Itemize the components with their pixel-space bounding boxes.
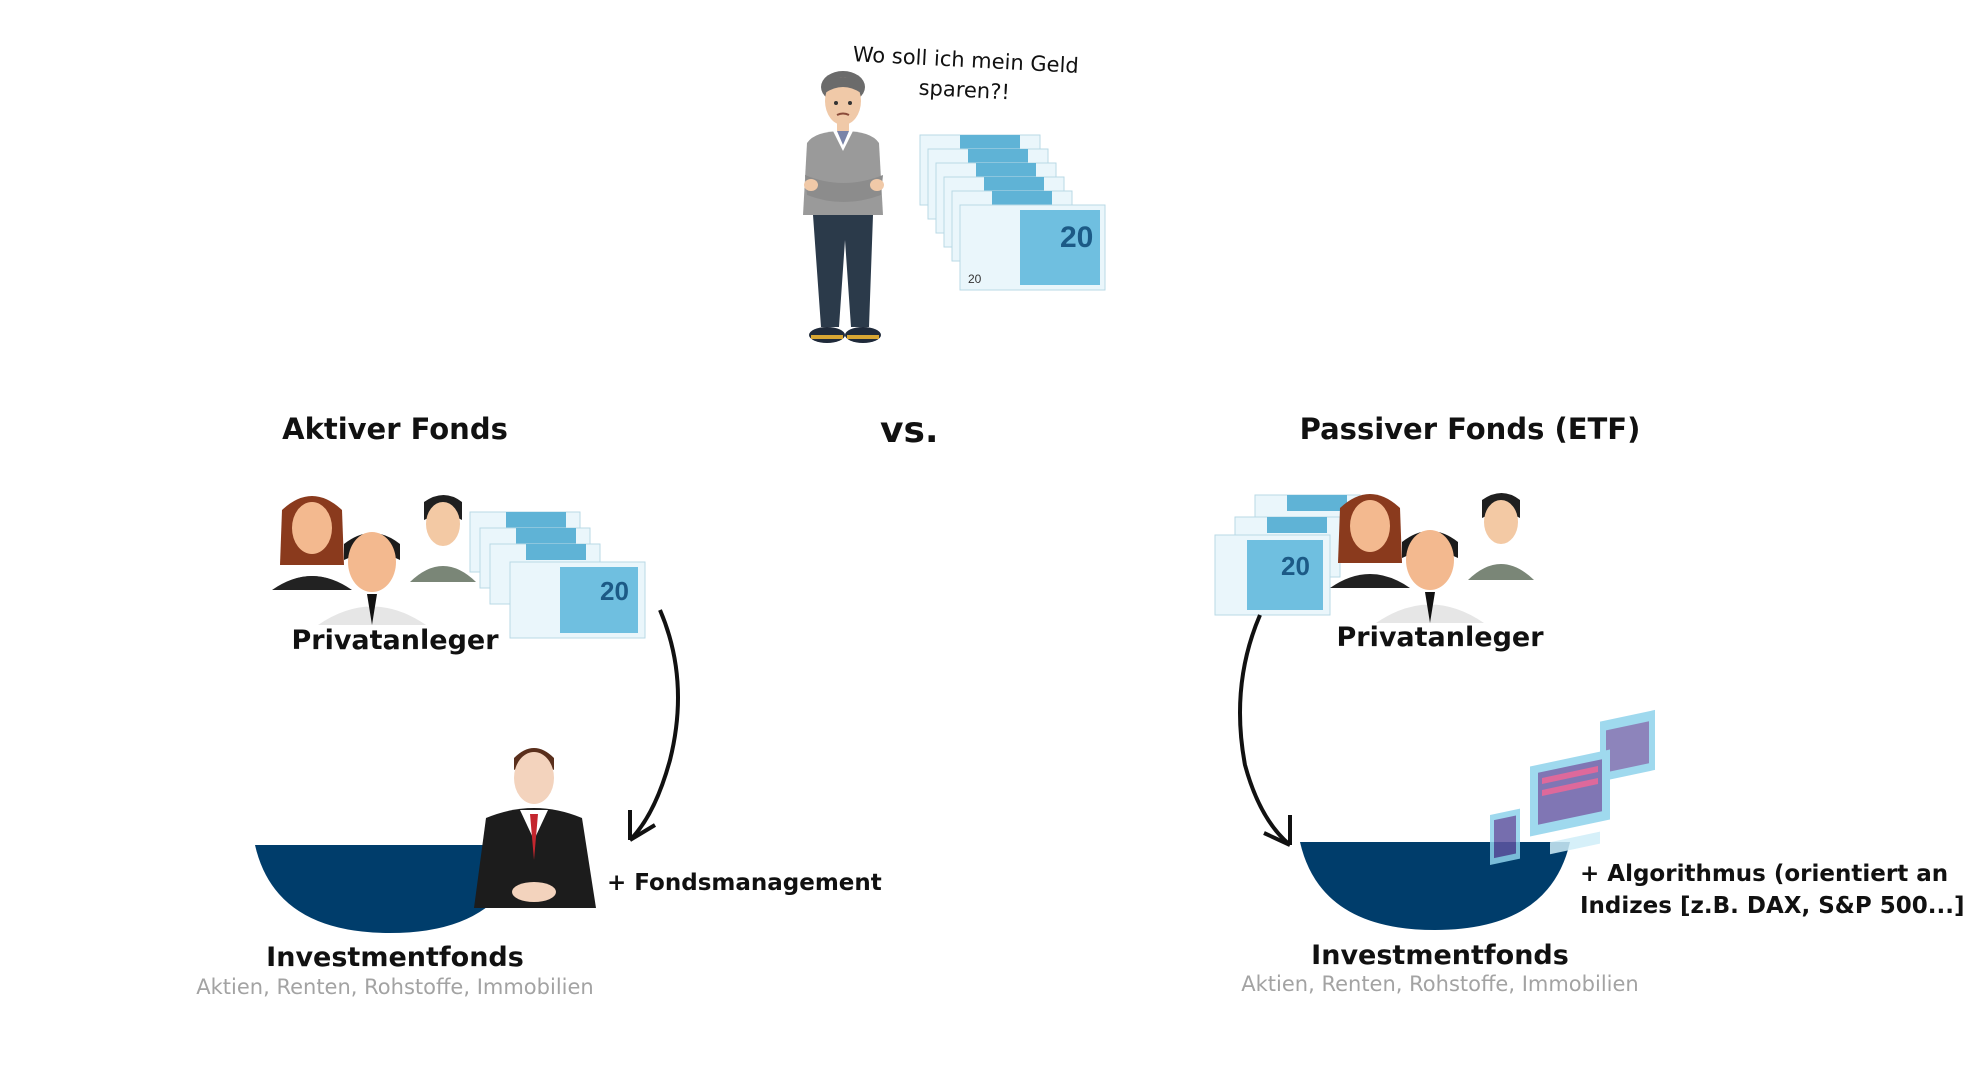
banknote-denomination: 20: [1060, 221, 1093, 254]
right-addon-line-2: Indizes [z.B. DAX, S&P 500...]: [1580, 893, 1964, 920]
right-banknote-stack-icon: 20: [1214, 494, 1361, 616]
left-fund-sub: Aktien, Renten, Rohstoffe, Immobilien: [196, 975, 594, 999]
left-banknote-denomination: 20: [600, 576, 629, 606]
curved-arrow-icon: [628, 609, 680, 842]
left-title: Aktiver Fonds: [282, 412, 508, 446]
left-banknote-stack-icon: 20: [469, 511, 646, 639]
left-addon-label: + Fondsmanagement: [607, 870, 882, 896]
computer-screens-icon: [1490, 709, 1655, 865]
right-fund-sub: Aktien, Renten, Rohstoffe, Immobilien: [1241, 972, 1639, 996]
fund-manager-icon: [474, 748, 596, 908]
banknote-small-denomination: 20: [968, 272, 982, 286]
vs-label: vs.: [880, 410, 939, 451]
right-fund-bowl: [1300, 842, 1570, 930]
right-title: Passiver Fonds (ETF): [1299, 412, 1641, 446]
left-investors-label: Privatanleger: [291, 625, 499, 656]
right-addon-line-1: + Algorithmus (orientiert an: [1580, 861, 1949, 887]
right-banknote-denomination: 20: [1281, 551, 1310, 581]
investor-group-icon: [272, 495, 476, 625]
thinking-man-icon: [803, 71, 884, 343]
left-fund-bowl: [255, 845, 525, 933]
right-curved-arrow-icon: [1238, 614, 1292, 847]
right-fund-label: Investmentfonds: [1311, 940, 1569, 971]
right-addon-label: + Algorithmus (orientiert an Indizes [z.…: [1580, 858, 1964, 922]
right-investors-label: Privatanleger: [1336, 622, 1544, 653]
right-investor-group-icon: [1330, 493, 1534, 623]
left-fund-label: Investmentfonds: [266, 942, 524, 973]
banknote-stack-icon: 20 20: [919, 134, 1106, 291]
